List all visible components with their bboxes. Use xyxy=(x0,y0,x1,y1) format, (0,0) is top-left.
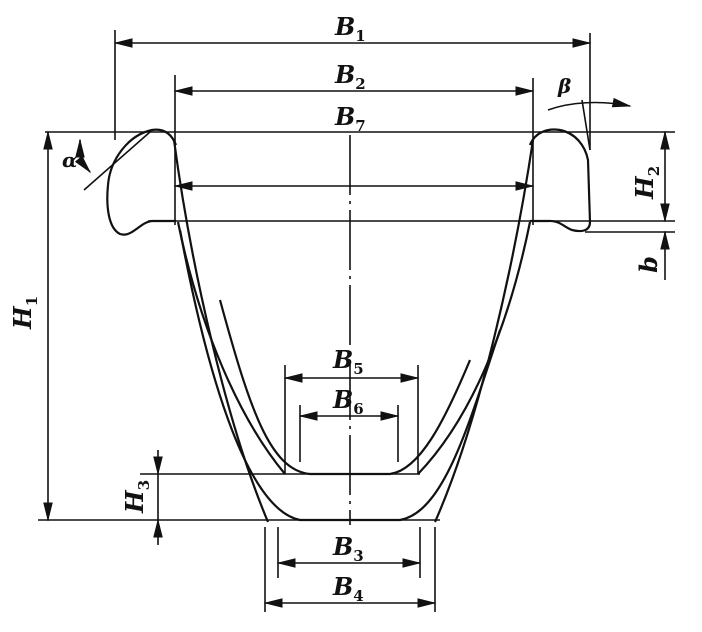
label-b: b xyxy=(633,256,663,273)
alpha-leg xyxy=(83,131,151,191)
beta-arc xyxy=(547,97,632,111)
right-inner-wall xyxy=(417,221,532,475)
label-h2: H2 xyxy=(630,165,663,199)
label-b5: B5 xyxy=(333,345,364,378)
left-flange-top xyxy=(106,128,178,186)
label-b2: B2 xyxy=(335,60,366,93)
label-b4: B4 xyxy=(333,572,364,605)
label-alpha: α xyxy=(62,148,78,172)
label-h1: H1 xyxy=(8,295,41,329)
label-h3: H3 xyxy=(120,479,153,513)
right-flange xyxy=(528,128,592,233)
label-b7: B7 xyxy=(335,102,366,135)
beta-leg xyxy=(581,99,591,151)
label-b6: B6 xyxy=(333,385,364,418)
left-outer-wall xyxy=(172,139,270,523)
alpha-arc xyxy=(74,138,92,174)
left-flange-side xyxy=(106,184,176,236)
label-beta: β xyxy=(558,74,572,98)
lower-belt-profile xyxy=(178,229,502,522)
label-b1: B1 xyxy=(335,12,366,45)
upper-belt-profile xyxy=(218,299,472,476)
right-outer-wall xyxy=(433,139,535,523)
label-b3: B3 xyxy=(333,532,364,565)
